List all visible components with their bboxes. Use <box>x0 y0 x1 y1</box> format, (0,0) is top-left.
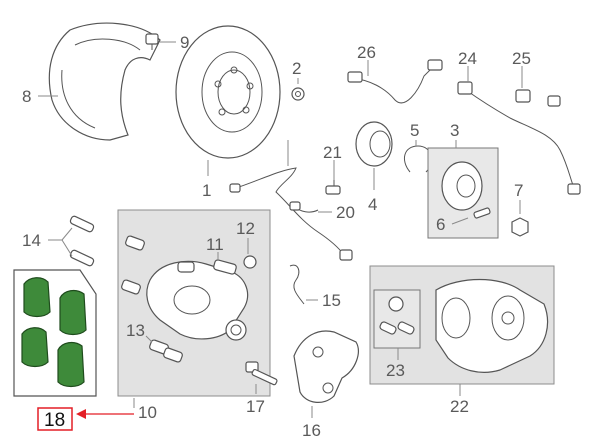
callout-12: 12 <box>236 219 255 238</box>
abs-harness-24-25 <box>457 81 581 195</box>
leader-line-6 <box>451 217 469 225</box>
bracket-part-15 <box>289 264 305 305</box>
hub-nut-part-7 <box>511 217 529 237</box>
leader-line-14b <box>61 239 73 257</box>
callout-8: 8 <box>22 87 31 106</box>
callout-25: 25 <box>512 49 531 68</box>
caliper-part <box>121 235 257 363</box>
abs-sensor-part-19 <box>229 167 353 261</box>
parking-brake-actuator-part <box>435 278 549 373</box>
seal-kit-part-23 <box>379 296 415 335</box>
wheel-hub-part <box>441 161 491 219</box>
bolt-part-9 <box>145 33 159 50</box>
callout-18[interactable]: 18 <box>44 410 65 431</box>
callout-3: 3 <box>450 121 459 140</box>
bolt-part-17 <box>245 361 278 386</box>
callout-9: 9 <box>180 33 189 52</box>
callout-23: 23 <box>386 361 405 380</box>
callout-5: 5 <box>410 121 419 140</box>
callout-11: 11 <box>206 235 224 254</box>
callout-18-box[interactable] <box>37 407 73 431</box>
callout-15: 15 <box>322 291 341 310</box>
brake-disc-part <box>175 25 281 159</box>
actuator-kit-box <box>373 289 421 349</box>
callout-26: 26 <box>357 43 376 62</box>
callout-16: 16 <box>302 421 321 440</box>
wheel-bearing-part-4 <box>355 121 393 167</box>
callout-14: 14 <box>22 231 41 250</box>
snap-ring-part-5 <box>403 145 433 173</box>
callout-2: 2 <box>292 59 301 78</box>
brake-pads-part <box>21 277 87 388</box>
leader-line-13 <box>145 335 153 343</box>
screw-part-2 <box>291 87 305 101</box>
callout-24: 24 <box>458 49 477 68</box>
callout-21: 21 <box>323 143 342 162</box>
callout-6: 6 <box>436 215 445 234</box>
leader-line-14a <box>61 227 73 241</box>
callout-17: 17 <box>246 397 265 416</box>
guide-pins-part-14 <box>69 215 95 267</box>
callout-22: 22 <box>450 397 469 416</box>
callout-20: 20 <box>336 203 355 222</box>
wear-sensor-wire-26 <box>347 59 443 104</box>
bolt-part-21 <box>325 180 341 195</box>
callout-4: 4 <box>368 195 377 214</box>
callout-10: 10 <box>138 403 157 422</box>
highlight-arrowhead <box>76 409 86 419</box>
caliper-bracket-part-16 <box>293 330 359 403</box>
callout-1: 1 <box>202 181 211 200</box>
dust-shield-part <box>48 22 161 141</box>
callout-13: 13 <box>126 321 145 340</box>
clip-part-20 <box>289 201 319 213</box>
callout-7: 7 <box>514 181 523 200</box>
